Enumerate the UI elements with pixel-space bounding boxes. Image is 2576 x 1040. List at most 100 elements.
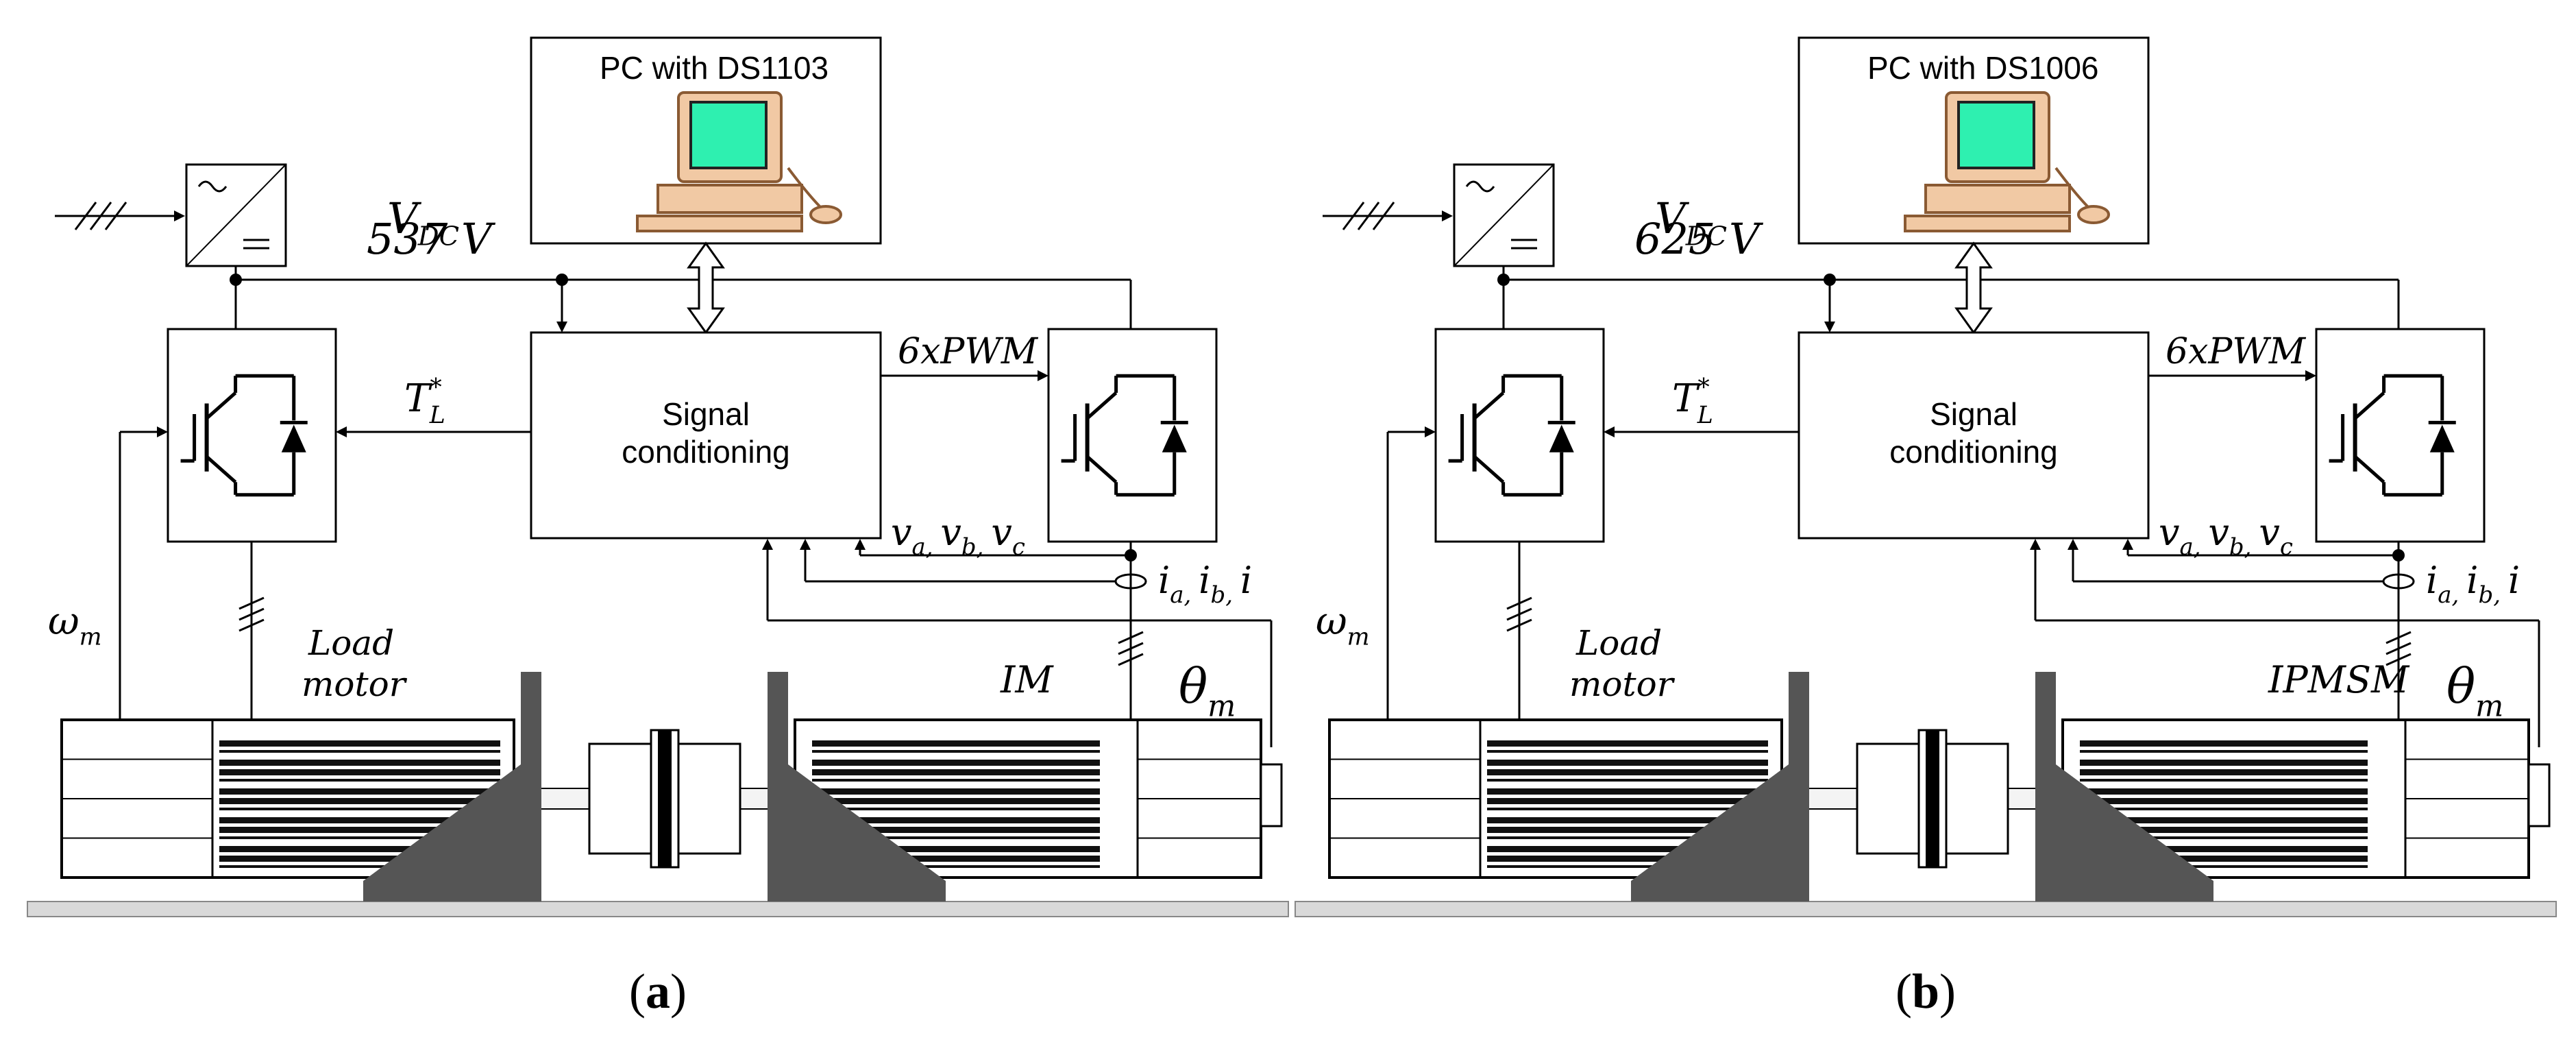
rectifier xyxy=(1453,163,1555,267)
vdc-label-sub: DC xyxy=(417,221,459,252)
pwm-label: 6xPWM xyxy=(898,331,1039,372)
load-motor-label-1: Load xyxy=(1575,623,1662,663)
rectifier-ac-symbol xyxy=(197,180,228,193)
torque-arrow xyxy=(336,426,347,437)
dc-feed-arrow xyxy=(556,322,567,332)
voltages-part-3: b, xyxy=(2229,533,2259,561)
caption-letter: b xyxy=(1912,964,1939,1019)
voltages-part-5: c xyxy=(2280,533,2293,561)
voltages-part-3: b, xyxy=(961,533,991,561)
currents-part-4: i xyxy=(1240,559,1252,602)
currents-label: ia, ib, i xyxy=(2426,559,2520,609)
pc-icon-screen xyxy=(1957,101,2035,169)
voltages-label: va, vb, vc xyxy=(2159,511,2293,561)
speed-feedback-arrow xyxy=(1425,426,1436,437)
load-motor-body-winding-5 xyxy=(1487,788,1768,795)
voltage-feedback-arrow xyxy=(855,539,866,550)
drive-cable-phases xyxy=(2385,631,2412,666)
currents-part-2: i xyxy=(2466,559,2478,602)
currents-part-1: a, xyxy=(1170,581,1199,609)
theta-label-base: θ xyxy=(2446,658,2475,714)
currents-part-1: a, xyxy=(2438,581,2466,609)
load-inverter-emitter xyxy=(205,455,237,484)
torque-label-sub: L xyxy=(429,402,445,429)
vdc-label-sub: DC xyxy=(1685,221,1727,252)
shaft-coupling-flex-core xyxy=(658,730,672,867)
torque-label-sub: L xyxy=(1697,402,1713,429)
load-motor-label-2: motor xyxy=(302,664,408,704)
pc-icon-mouse xyxy=(2077,205,2110,224)
load-bracket xyxy=(1631,672,1809,902)
load-cable-phases-1 xyxy=(1506,607,1532,621)
torque-label-base: T xyxy=(404,376,432,421)
pc-icon-tower xyxy=(657,184,803,214)
load-cable-phases-0 xyxy=(1506,596,1532,610)
drive-motor-body-winding-6 xyxy=(2080,798,2368,804)
theta-label-base: θ xyxy=(1179,658,1207,714)
currents-part-0: i xyxy=(2426,559,2438,602)
voltages-part-4: v xyxy=(991,511,1012,554)
pwm-arrow xyxy=(1038,370,1048,381)
grid-phase-mark-2 xyxy=(104,202,127,230)
drive-bracket xyxy=(768,672,946,902)
voltages-part-2: v xyxy=(2208,511,2229,554)
encoder xyxy=(2527,763,2551,827)
caption-open: ( xyxy=(1896,964,1912,1019)
drive-cable-phases-0 xyxy=(2385,631,2412,644)
signal-label-2: conditioning xyxy=(622,434,790,470)
drive-inverter-emitter xyxy=(1085,455,1118,484)
vdc-label: VDC xyxy=(1655,193,1727,252)
load-motor-body-winding-2 xyxy=(1487,760,1768,766)
pc-icon-screen xyxy=(689,101,768,169)
signal-conditioning-box xyxy=(530,331,882,540)
drive-motor-body-winding-5 xyxy=(812,788,1100,795)
voltages-part-5: c xyxy=(1012,533,1025,561)
load-motor-body-winding-9 xyxy=(1487,827,1768,833)
load-bracket xyxy=(363,672,541,902)
pc-icon-mouse xyxy=(809,205,842,224)
load-inverter-diode xyxy=(281,424,306,452)
drive-inverter-diode xyxy=(2429,424,2455,452)
theta-label: θm xyxy=(2446,658,2503,724)
load-inverter xyxy=(1434,328,1605,543)
load-bracket-foot xyxy=(1631,764,1789,902)
pc-icon-keyboard xyxy=(636,215,803,232)
current-feedback-arrow xyxy=(2068,539,2078,550)
bench-base xyxy=(1295,901,2557,917)
drive-motor-body-winding-8 xyxy=(2080,817,2368,823)
load-motor-body-winding-0 xyxy=(1487,740,1768,747)
caption-close: ) xyxy=(670,964,687,1019)
caption-letter: a xyxy=(646,964,670,1019)
load-motor-body-winding-7 xyxy=(1487,808,1768,810)
drive-motor-body-winding-1 xyxy=(2080,750,2368,753)
pc-icon-keyboard xyxy=(1904,215,2071,232)
torque-label: T*L xyxy=(1672,374,1713,428)
grid-phase-mark-1 xyxy=(89,202,112,230)
drive-motor-body-winding-5 xyxy=(2080,788,2368,795)
load-motor-body-winding-11 xyxy=(219,846,500,852)
rectifier-diagonal xyxy=(1453,164,1554,267)
load-motor-body-winding-6 xyxy=(219,798,500,804)
omega-label-sub: m xyxy=(79,624,102,651)
drive-bracket-foot xyxy=(788,764,946,902)
torque-label-sup: * xyxy=(430,374,441,401)
load-motor-body-winding-5 xyxy=(219,788,500,795)
load-motor-body-winding-1 xyxy=(219,750,500,753)
drive-inverter-collector xyxy=(2353,391,2385,420)
vdc-value: 537 V xyxy=(367,214,496,264)
rectifier-ac-symbol xyxy=(1465,180,1495,193)
theta-label-sub: m xyxy=(1207,690,1236,724)
drive-inverter-diode xyxy=(1162,424,1187,452)
drive-bracket-foot xyxy=(2056,764,2213,902)
position-feedback-arrow xyxy=(2030,539,2041,550)
voltages-part-4: v xyxy=(2259,511,2280,554)
currents-part-4: i xyxy=(2508,559,2520,602)
drive-cable-phases-2 xyxy=(1118,653,1144,666)
shaft-coupling-hub-right xyxy=(677,742,741,855)
load-motor-body-winding-3 xyxy=(1487,769,1768,775)
load-bracket-post xyxy=(1789,672,1809,902)
dc-feed-arrow xyxy=(1824,322,1835,332)
shaft-coupling-flex-core xyxy=(1926,730,1939,867)
